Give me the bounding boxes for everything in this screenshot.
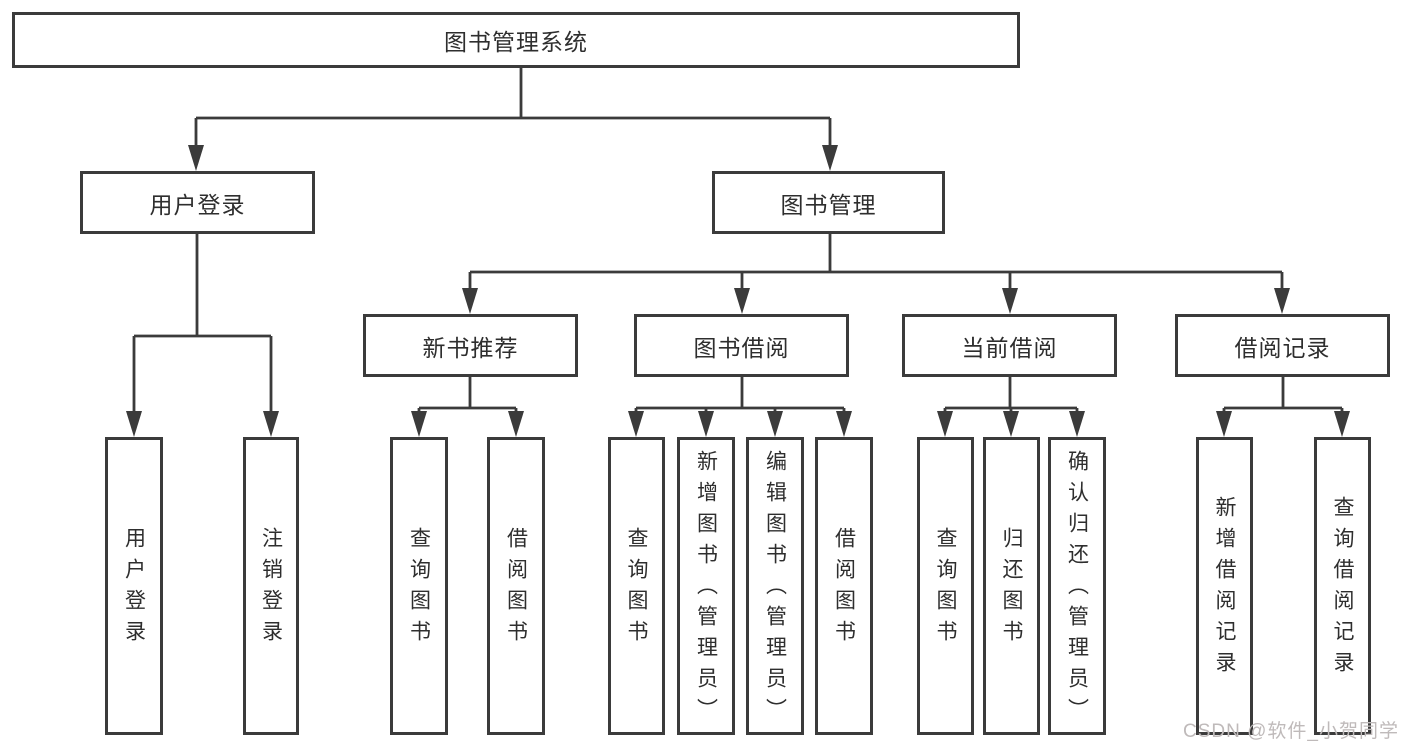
leaf-borrow-add-books-admin: 新增图书（管理员） <box>677 437 735 735</box>
leaf-current-return-books: 归还图书 <box>983 437 1040 735</box>
leaf-borrow-query-books: 查询图书 <box>608 437 665 735</box>
node-library-system: 图书管理系统 <box>12 12 1020 68</box>
node-book-borrow: 图书借阅 <box>634 314 849 377</box>
node-book-management: 图书管理 <box>712 171 945 234</box>
leaf-newbooks-borrow-books: 借阅图书 <box>487 437 545 735</box>
leaf-records-add-record: 新增借阅记录 <box>1196 437 1253 735</box>
leaf-borrow-edit-books-admin: 编辑图书（管理员） <box>746 437 804 735</box>
leaf-user-login: 用户登录 <box>105 437 163 735</box>
leaf-current-confirm-return-admin: 确认归还（管理员） <box>1048 437 1106 735</box>
node-borrow-records: 借阅记录 <box>1175 314 1390 377</box>
leaf-newbooks-query-books: 查询图书 <box>390 437 448 735</box>
leaf-logout: 注销登录 <box>243 437 299 735</box>
leaf-borrow-borrow-books: 借阅图书 <box>815 437 873 735</box>
leaf-records-query-record: 查询借阅记录 <box>1314 437 1371 735</box>
leaf-current-query-books: 查询图书 <box>917 437 974 735</box>
node-current-borrow: 当前借阅 <box>902 314 1117 377</box>
node-new-book-recommend: 新书推荐 <box>363 314 578 377</box>
node-user-login: 用户登录 <box>80 171 315 234</box>
